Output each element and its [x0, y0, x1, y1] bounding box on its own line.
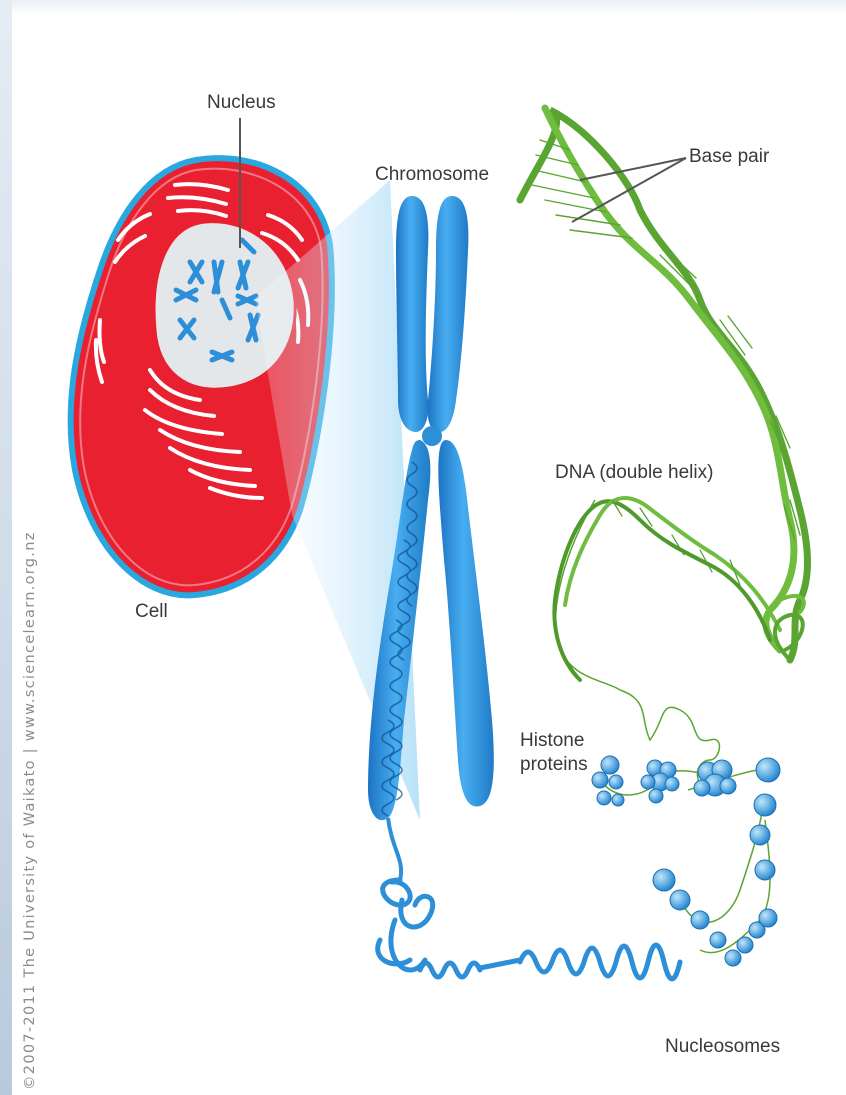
label-histone-line2: proteins: [520, 754, 588, 775]
copyright-credit: ©2007-2011 The University of Waikato | w…: [22, 531, 38, 1090]
label-histone-line1: Histone: [520, 730, 584, 751]
chromosome-right-bottom: [438, 440, 493, 807]
label-nucleosomes: Nucleosomes: [665, 1036, 780, 1057]
label-nucleus: Nucleus: [207, 92, 276, 113]
label-cell: Cell: [135, 601, 168, 622]
supercoil: [378, 880, 680, 979]
label-chromosome: Chromosome: [375, 164, 489, 185]
dna-double-helix: [520, 108, 808, 680]
chromosome-right-top: [428, 196, 469, 432]
label-dna: DNA (double helix): [555, 462, 713, 483]
label-base-pair: Base pair: [689, 146, 770, 167]
chromosome-left-top: [396, 196, 428, 432]
chromatin-strand: [388, 818, 401, 880]
